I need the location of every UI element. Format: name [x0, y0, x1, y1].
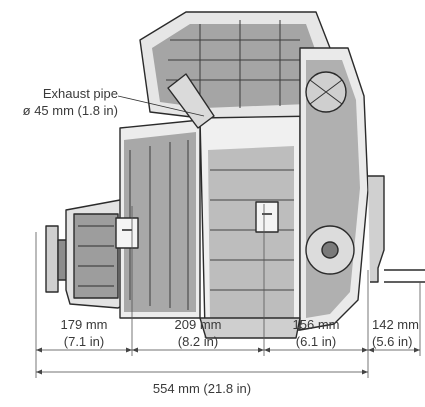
oil-pan	[199, 317, 301, 339]
coupling-flange	[45, 225, 59, 293]
dimension-209: 209 mm (8.2 in)	[158, 316, 238, 350]
exhaust-leader	[117, 95, 205, 117]
gearbox-detail	[78, 225, 114, 287]
dimension-156: 156 mm (6.1 in)	[276, 316, 356, 350]
exhaust-elbow	[167, 73, 215, 129]
dimension-142-in: (5.6 in)	[372, 334, 413, 349]
head-detail	[166, 20, 308, 108]
dimension-156-in: (6.1 in)	[295, 334, 337, 349]
output-flange	[384, 269, 425, 283]
block-detail	[210, 169, 294, 291]
dimension-142-mm: 142 mm	[372, 317, 419, 332]
mount-mid	[255, 201, 279, 233]
pulley-hub	[321, 241, 339, 259]
mount-left	[115, 217, 139, 249]
dimension-209-in: (8.2 in)	[177, 334, 219, 349]
dimension-179: 179 mm (7.1 in)	[44, 316, 124, 350]
overall-length: 554 mm (21.8 in)	[152, 381, 252, 396]
dimension-209-mm: 209 mm	[174, 317, 222, 332]
gearbox-ribs	[73, 213, 119, 299]
bell-housing-shadow	[124, 132, 196, 312]
dimension-179-in: (7.1 in)	[63, 334, 105, 349]
exhaust-pipe-diameter: ø 45 mm (1.8 in)	[22, 103, 118, 118]
dimension-156-mm: 156 mm	[292, 317, 340, 332]
extension-lines	[35, 204, 421, 378]
drive-shaft	[368, 175, 385, 283]
dimension-179-mm: 179 mm	[60, 317, 108, 332]
exhaust-pipe-label: Exhaust pipe ø 45 mm (1.8 in)	[23, 85, 118, 119]
dimension-142: 142 mm (5.6 in)	[372, 316, 425, 350]
fan-detail	[309, 79, 343, 105]
dimension-row	[36, 347, 420, 375]
block-shading	[208, 146, 294, 322]
exhaust-pipe-title: Exhaust pipe	[42, 86, 118, 101]
engine-drawing	[45, 11, 425, 339]
